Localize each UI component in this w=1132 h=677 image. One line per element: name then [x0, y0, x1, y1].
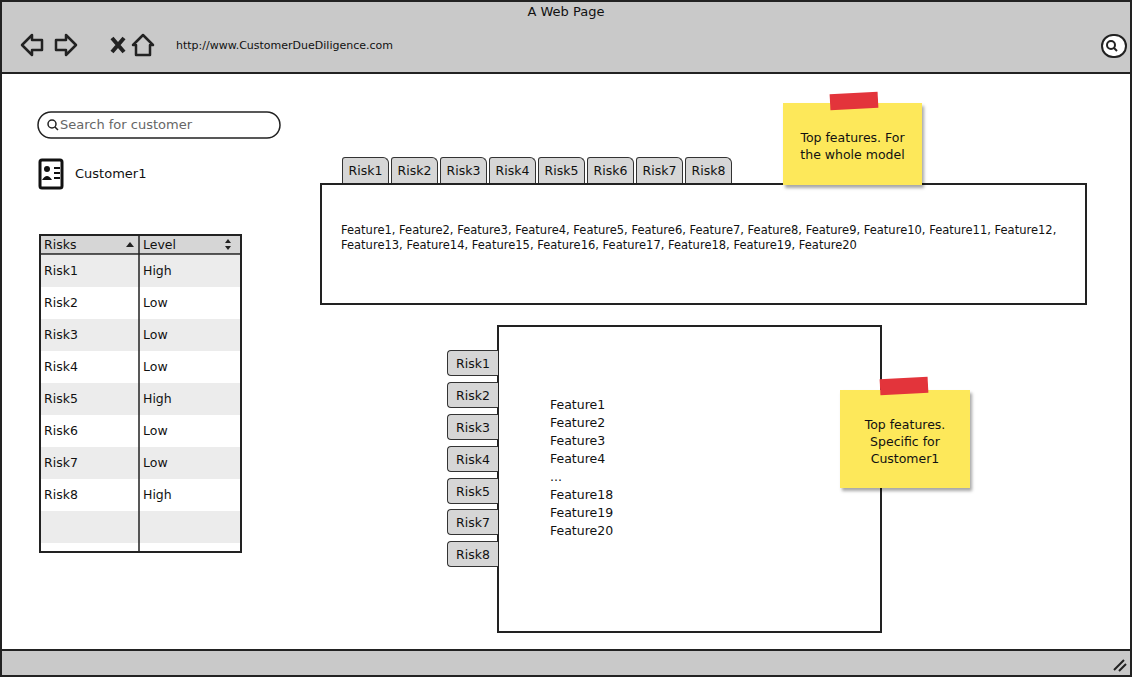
table-cell: Risks: [44, 237, 76, 252]
customer-name: Customer1: [75, 166, 146, 181]
search-box: Search for customer: [60, 114, 278, 140]
table-cell: Low: [143, 455, 168, 470]
node-text: Search for customer: [60, 114, 278, 136]
node-text: Risk8: [692, 163, 726, 178]
risk-tab: Risk3: [440, 157, 487, 183]
table-cell: High: [143, 263, 172, 278]
node-text: Feature2: [550, 414, 605, 431]
table-cell: Risk7: [44, 455, 78, 470]
features-panel: Feature1, Feature2, Feature3, Feature4, …: [320, 183, 1087, 305]
risk-tab: Risk5: [538, 157, 585, 183]
table-cell: Risk4: [44, 359, 78, 374]
risk-side-tab: Risk7: [447, 509, 498, 535]
node-text: Risk8: [456, 547, 490, 562]
risk-tab: Risk2: [391, 157, 438, 183]
table-cell: Level: [143, 237, 176, 252]
node-text: Feature1: [550, 396, 605, 413]
node-text: http://www.CustomerDueDiligence.com: [172, 35, 1095, 57]
table-cell: High: [143, 391, 172, 406]
table-cell: Risk1: [44, 263, 78, 278]
node-text: Risk2: [456, 388, 490, 403]
sticky-note: Top features. Specific for Customer1: [840, 390, 970, 488]
window-title: A Web Page: [0, 4, 1132, 19]
node-text: Risk4: [496, 163, 530, 178]
table-cell: High: [143, 487, 172, 502]
node-text: Risk3: [456, 420, 490, 435]
risk-side-tab: Risk1: [447, 350, 498, 376]
table-cell: Low: [143, 359, 168, 374]
table-cell: Risk5: [44, 391, 78, 406]
sticky-note: Top features. For the whole model: [783, 103, 922, 185]
table-cell: Low: [143, 295, 168, 310]
risk-tab: Risk8: [685, 157, 732, 183]
url-bar: http://www.CustomerDueDiligence.com: [172, 35, 1095, 61]
risk-side-tab: Risk8: [447, 541, 498, 567]
table-cell: Risk3: [44, 327, 78, 342]
node-text: Risk7: [643, 163, 677, 178]
risk-tab: Risk1: [342, 157, 389, 183]
node-text: Feature19: [550, 504, 613, 521]
node-text: Risk2: [398, 163, 432, 178]
node-text: Top features. For the whole model: [791, 129, 914, 163]
node-text: Risk3: [447, 163, 481, 178]
sticky-tape: [880, 377, 929, 395]
table-cell: Low: [143, 423, 168, 438]
risk-side-tab: Risk2: [447, 382, 498, 408]
risk-side-tab: Risk4: [447, 446, 498, 472]
node-text: Risk6: [594, 163, 628, 178]
risk-side-tab: Risk5: [447, 478, 498, 504]
table-cell: Risk6: [44, 423, 78, 438]
table-cell: Risk2: [44, 295, 78, 310]
table-cell: Risk8: [44, 487, 78, 502]
chart-panel: Feature1Feature2Feature3Feature4...Featu…: [497, 325, 882, 633]
sticky-tape: [830, 92, 879, 110]
node-text: Feature1, Feature2, Feature3, Feature4, …: [322, 185, 1085, 253]
node-text: Risk4: [456, 452, 490, 467]
risk-side-tab: Risk3: [447, 414, 498, 440]
node-text: Feature4: [550, 450, 605, 467]
node-text: Feature20: [550, 522, 613, 539]
table-cell: Low: [143, 327, 168, 342]
risk-tab: Risk7: [636, 157, 683, 183]
node-text: Feature3: [550, 432, 605, 449]
node-text: Risk1: [349, 163, 383, 178]
risk-tab: Risk6: [587, 157, 634, 183]
node-text: ...: [550, 468, 562, 485]
node-text: Risk1: [456, 356, 490, 371]
risk-tab: Risk4: [489, 157, 536, 183]
node-text: Risk5: [545, 163, 579, 178]
node-text: Risk5: [456, 484, 490, 499]
node-text: Feature18: [550, 486, 613, 503]
node-text: Top features. Specific for Customer1: [848, 416, 962, 467]
node-text: Risk7: [456, 515, 490, 530]
